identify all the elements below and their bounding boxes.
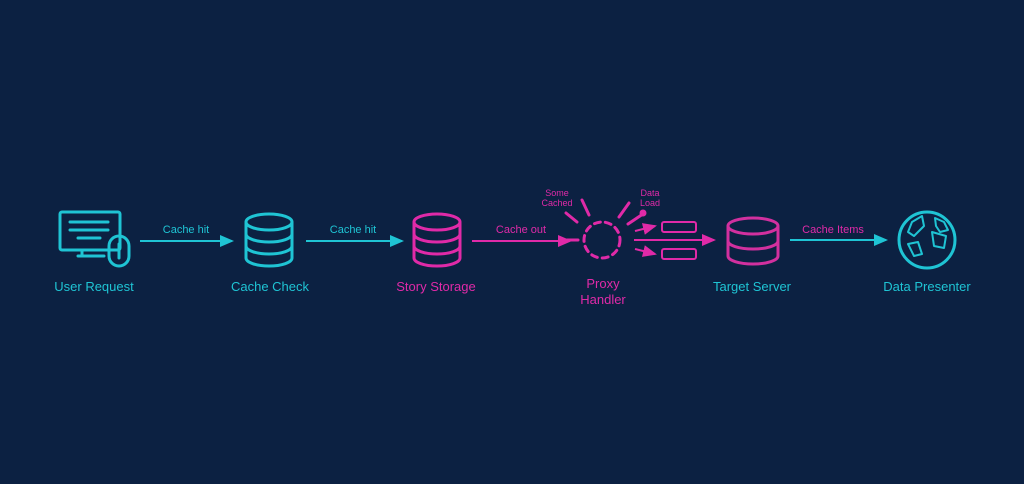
globe-icon	[897, 210, 957, 270]
request-box-top	[661, 221, 697, 233]
proxy-output-arrows	[634, 223, 657, 257]
edge-label: Cache hit	[162, 224, 210, 236]
node-label-story-storage: Story Storage	[396, 279, 476, 294]
edge-label: Cache hit	[329, 224, 377, 236]
burst-hub-icon	[564, 198, 647, 260]
database-icon	[244, 212, 294, 268]
label-line: Handler	[580, 292, 626, 307]
annotation-line: Data	[640, 188, 660, 198]
annotation-line: Cached	[541, 198, 573, 208]
request-box-bottom	[661, 248, 697, 260]
annotation-top-right: Data Load	[640, 188, 660, 208]
node-label-data-presenter: Data Presenter	[883, 279, 971, 294]
annotation-line: Load	[639, 198, 661, 208]
node-label-target-server: Target Server	[712, 279, 792, 294]
annotation-top-left: Some Cached	[541, 188, 572, 208]
monitor-mouse-icon	[58, 210, 131, 268]
database-icon	[726, 216, 780, 266]
annotation-line: Some	[545, 188, 569, 198]
node-label-cache-check: Cache Check	[230, 279, 310, 294]
edge-label: Cache out	[495, 224, 547, 236]
node-label-user-request: User Request	[54, 279, 134, 294]
database-icon	[412, 212, 462, 268]
label-line: Proxy	[586, 276, 620, 291]
edge-label: Cache Items	[802, 224, 864, 236]
node-label-proxy-handler: Proxy Handler	[580, 276, 626, 308]
